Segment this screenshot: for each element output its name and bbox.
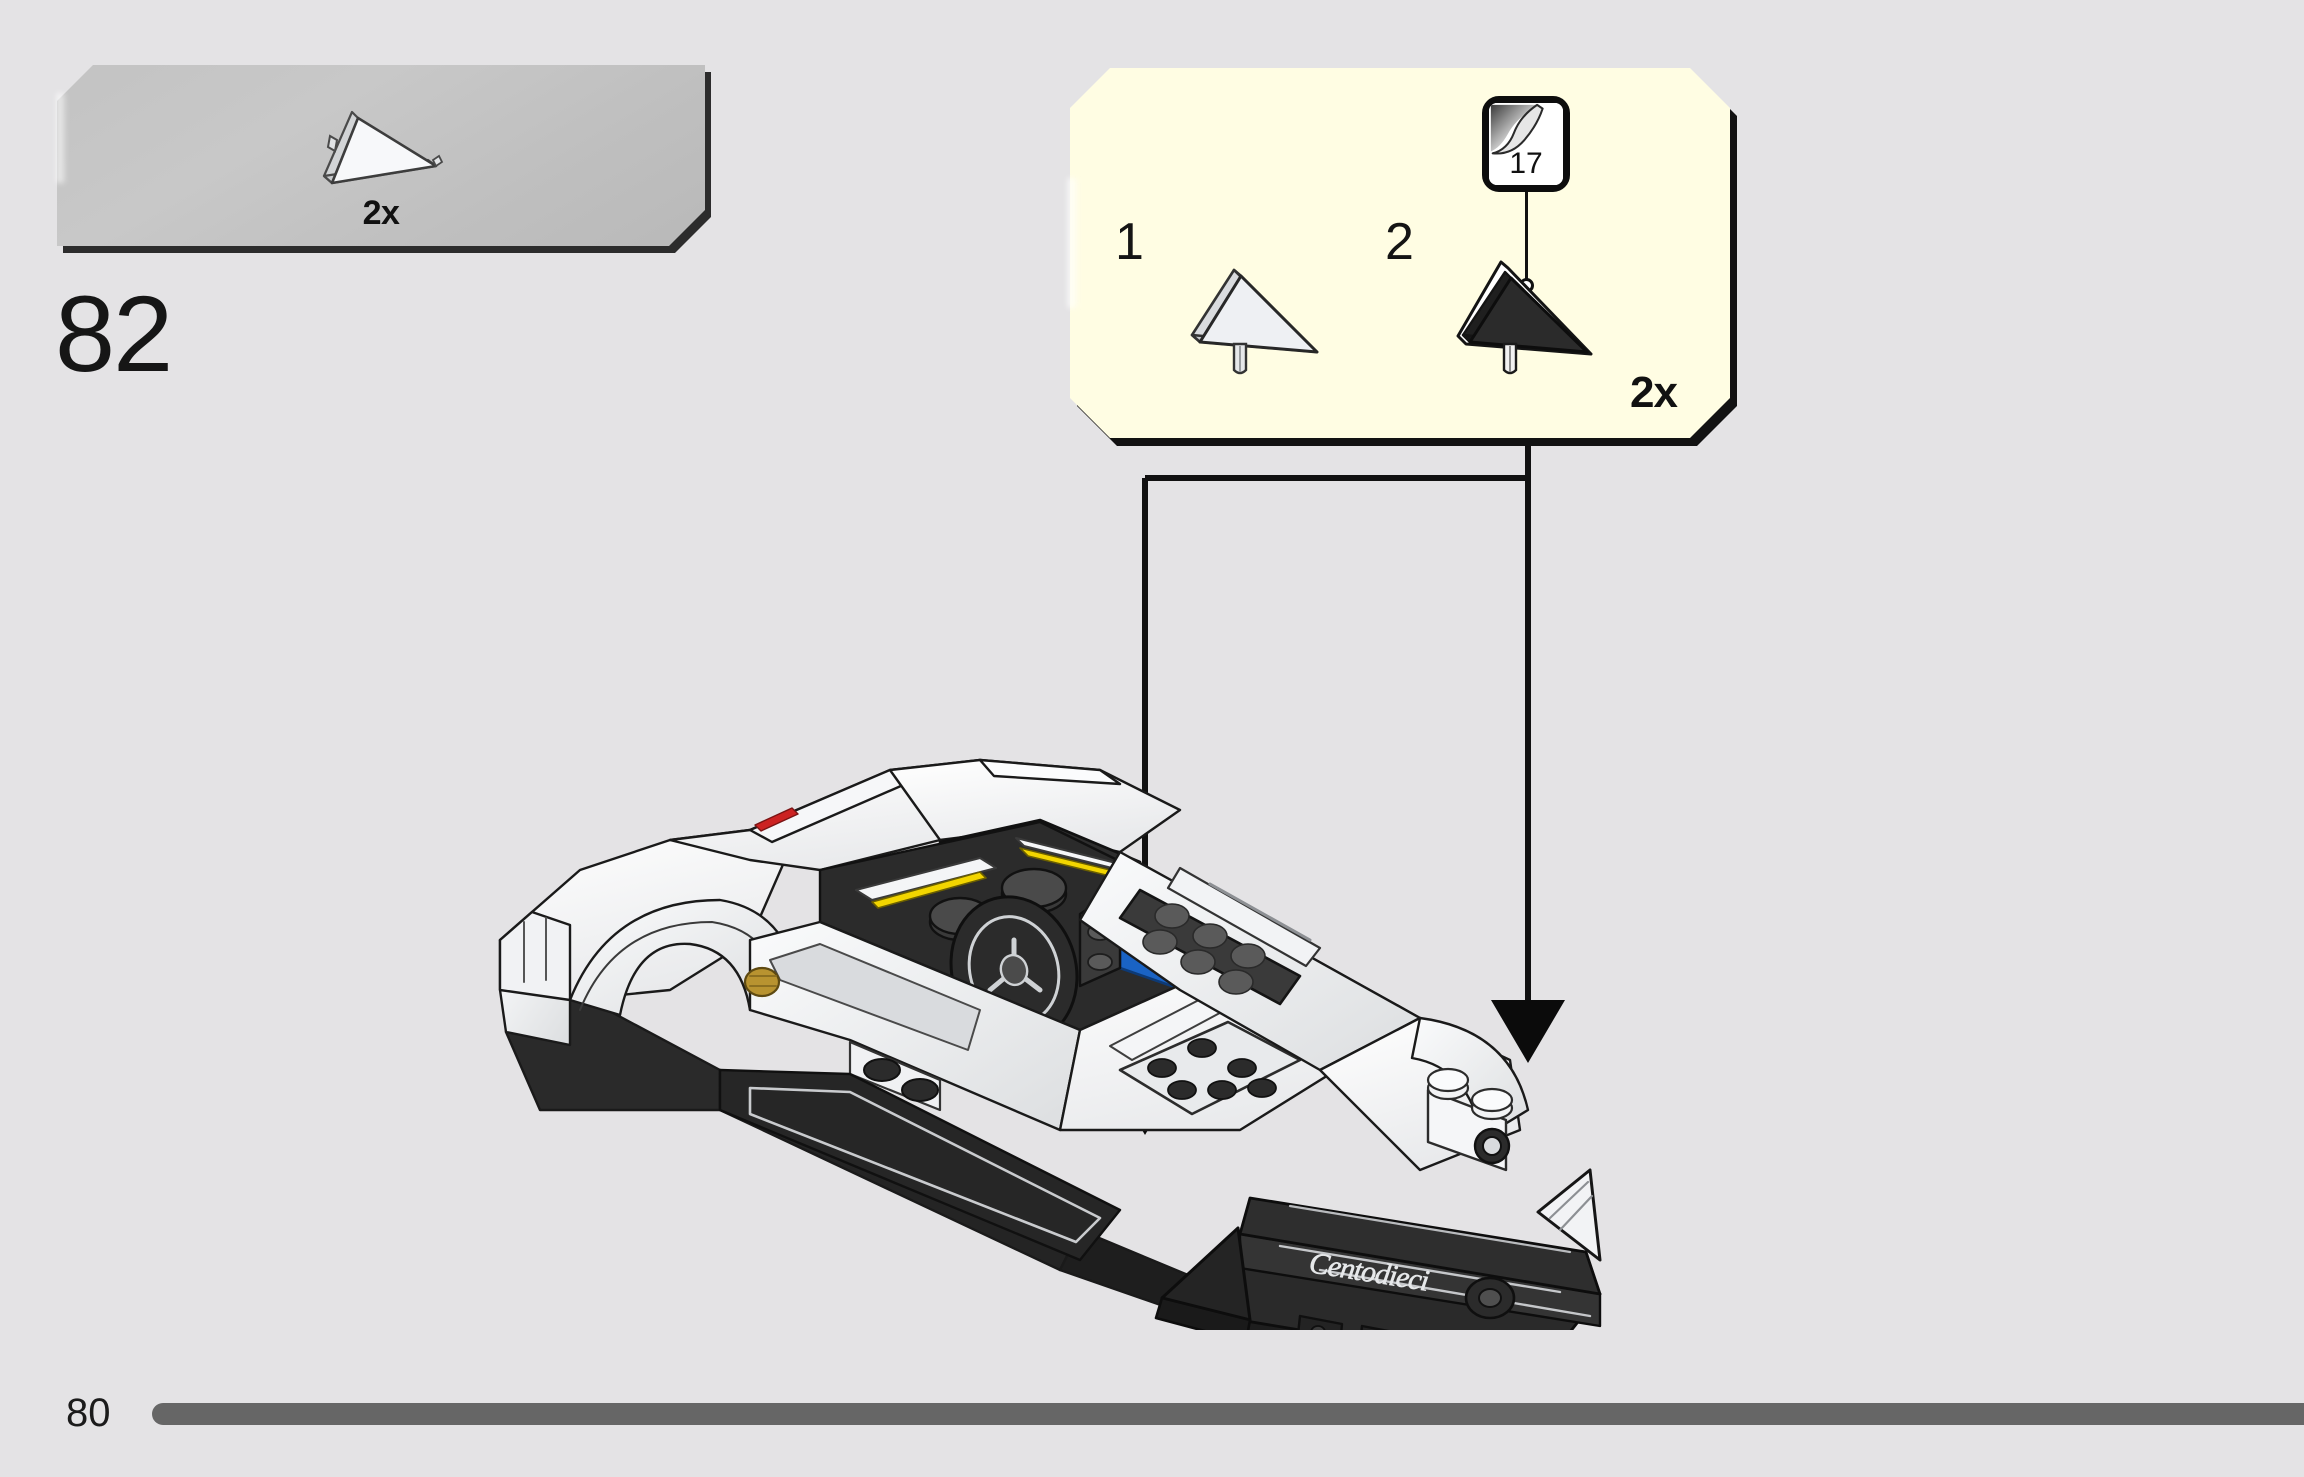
parts-bin-highlight <box>57 93 67 183</box>
step-number: 82 <box>55 273 173 394</box>
lego-car-drawing: Centodieci <box>498 758 1602 1408</box>
sticker-leader-line <box>1525 192 1528 284</box>
callout-quantity: 2x <box>1630 368 1678 417</box>
page-footer: 80 <box>0 1357 2304 1477</box>
sticker-number: 17 <box>1509 147 1543 180</box>
sticker-badge: 17 <box>1482 96 1570 192</box>
progress-bar <box>152 1403 2304 1425</box>
page-number: 80 <box>66 1391 111 1435</box>
callout-substep-2-number: 2 <box>1385 213 1414 271</box>
sub-assembly-callout: 1 2 <box>1068 68 1730 438</box>
callout-face <box>1070 68 1730 438</box>
model-illustration: Centodieci <box>420 470 1620 1408</box>
parts-bin-quantity: 2x <box>362 194 400 232</box>
wedge-plate-triangular-white-icon <box>1190 268 1319 375</box>
sticker-peel-icon <box>1489 103 1563 185</box>
callout-substep-1-number: 1 <box>1115 213 1144 271</box>
parts-bin-item: 2x <box>306 90 456 233</box>
parts-bin: 2x <box>57 65 705 246</box>
sticker-badge-inner: 17 <box>1486 100 1566 188</box>
callout-highlight <box>1068 178 1080 308</box>
wedge-plate-triangular-black-icon <box>1456 260 1593 375</box>
wedge-plate-triangular-white-icon <box>322 110 444 185</box>
